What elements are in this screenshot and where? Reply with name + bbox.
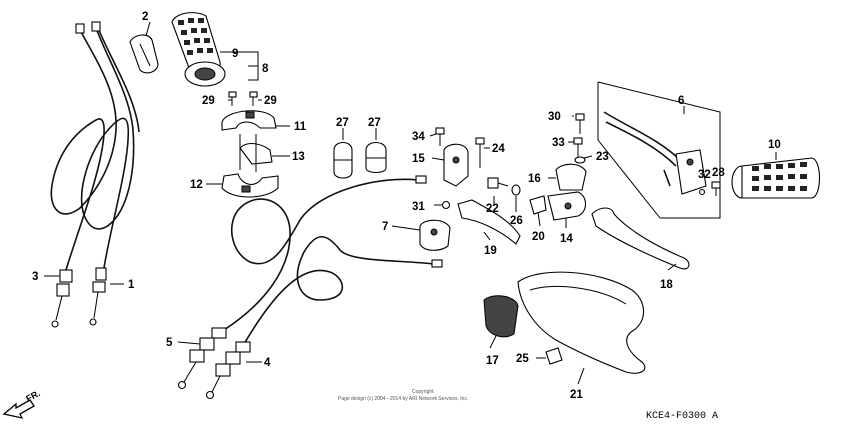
bolt-34 (435, 127, 445, 146)
cable-cap-2 (129, 34, 159, 74)
screw-29-a (228, 91, 237, 106)
label-12: 12 (190, 179, 203, 191)
label-29-a: 29 (202, 95, 215, 107)
switch-assembly-6 (597, 81, 721, 219)
holder-16 (555, 163, 587, 191)
pin-20 (529, 195, 547, 215)
label-10: 10 (768, 139, 781, 151)
throttle-grip-9 (171, 12, 226, 87)
label-16: 16 (528, 173, 541, 185)
label-33: 33 (552, 137, 565, 149)
label-32: 32 (698, 169, 711, 181)
label-3: 3 (32, 271, 38, 283)
leader-lines (44, 21, 777, 385)
label-9: 9 (232, 48, 238, 60)
bracket-14 (547, 191, 587, 221)
label-21: 21 (570, 389, 583, 401)
throttle-housing-12 (221, 173, 279, 198)
label-20: 20 (532, 231, 545, 243)
label-19: 19 (484, 245, 497, 257)
label-7: 7 (382, 221, 388, 233)
bolt-22 (487, 177, 509, 189)
guard-insert-17 (483, 295, 519, 338)
screw-28 (711, 181, 721, 196)
washer-26 (511, 184, 521, 196)
cable-5 (177, 175, 427, 390)
hand-guard-21 (517, 271, 646, 374)
label-1: 1 (128, 279, 135, 291)
label-15: 15 (412, 153, 425, 165)
screw-32 (698, 188, 706, 196)
label-26: 26 (510, 215, 523, 227)
lever-19 (457, 199, 521, 245)
label-25: 25 (516, 353, 529, 365)
diagram-code: KCE4-F0300 A (646, 411, 718, 422)
label-6: 6 (678, 95, 684, 107)
label-23: 23 (596, 151, 609, 163)
label-28: 28 (712, 167, 725, 179)
label-24: 24 (492, 143, 505, 155)
label-27-a: 27 (336, 117, 349, 129)
screw-29-b (249, 91, 258, 106)
clamp-27-a (333, 141, 353, 179)
label-31: 31 (412, 201, 425, 213)
label-4: 4 (264, 357, 271, 369)
nut-25 (545, 347, 563, 365)
throttle-housing-11 (221, 110, 277, 131)
label-2: 2 (142, 11, 148, 23)
label-8: 8 (262, 63, 269, 75)
bolt-24 (475, 137, 485, 168)
label-27-b: 27 (368, 117, 381, 129)
label-13: 13 (292, 151, 305, 163)
label-14: 14 (560, 233, 573, 245)
label-29-b: 29 (264, 95, 277, 107)
label-17: 17 (486, 355, 499, 367)
throttle-cable-3 (50, 23, 117, 328)
lever-holder-15 (443, 143, 469, 187)
lever-18 (591, 207, 690, 270)
cable-4 (205, 235, 443, 400)
bolt-33 (573, 137, 583, 158)
washer-23 (574, 156, 586, 164)
label-11: 11 (294, 121, 307, 133)
label-30: 30 (548, 111, 561, 123)
label-34: 34 (412, 131, 425, 143)
direction-label: FR. (24, 388, 41, 404)
copyright-title: Copyright (412, 389, 434, 395)
clamp-27-b (365, 141, 387, 174)
arrow-front-icon (2, 399, 35, 419)
label-18: 18 (660, 279, 673, 291)
label-5: 5 (166, 337, 173, 349)
bolt-30 (575, 113, 585, 134)
copyright-line: Page design (c) 2004 - 2014 by ARI Netwo… (338, 396, 468, 402)
switch-7 (419, 219, 451, 251)
grip-10 (731, 157, 821, 199)
part-labels: 1 2 3 4 5 6 7 8 9 10 11 12 13 14 15 16 1… (32, 11, 781, 401)
nut-31 (441, 200, 451, 210)
label-22: 22 (486, 203, 499, 215)
